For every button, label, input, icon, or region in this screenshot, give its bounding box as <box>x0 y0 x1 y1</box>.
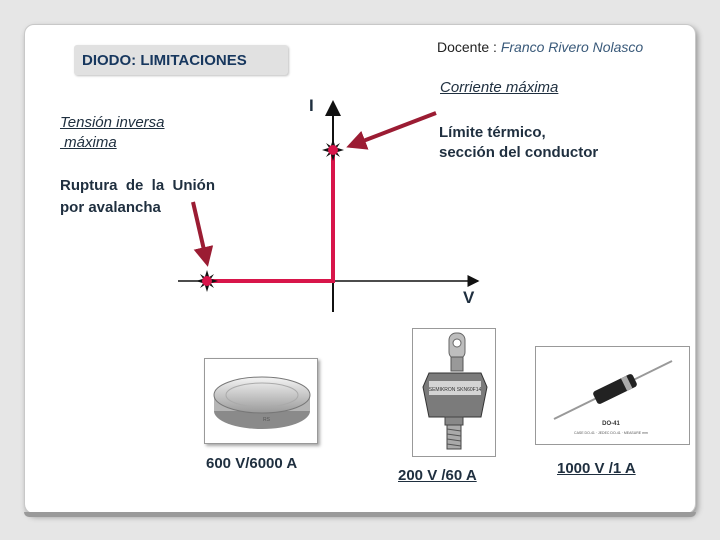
iv-curve <box>207 150 335 283</box>
reverse-voltage-line1: Tensión inversa <box>60 114 165 131</box>
axial-diode-photo: DO-41 CASE DO-41 · JEDEC DO-41 · MEASURE… <box>535 346 690 445</box>
docente-label: Docente : Franco Rivero Nolasco <box>437 39 643 55</box>
disc-stamp: RS <box>263 417 271 423</box>
thermal-limit-line1: Límite térmico, <box>439 124 546 141</box>
title-box <box>74 45 288 75</box>
device-2-caption: 200 V /60 A <box>398 467 477 484</box>
avalanche-line2: por avalancha <box>60 199 161 216</box>
thermal-limit-line2: sección del conductor <box>439 144 599 161</box>
docente-name: Franco Rivero Nolasco <box>500 39 644 55</box>
thermal-limit-star-icon <box>322 139 344 161</box>
axis-i-label: I <box>309 96 314 115</box>
slide-title: DIODO: LIMITACIONES <box>82 52 247 69</box>
avalanche-line1: Ruptura de la Unión <box>60 177 216 194</box>
avalanche-arrow <box>191 201 214 267</box>
disc-diode-photo: RS <box>204 358 318 444</box>
reverse-voltage-line2: máxima <box>60 134 117 151</box>
avalanche-star-icon <box>196 270 218 292</box>
device-1-caption: 600 V/6000 A <box>206 455 298 472</box>
do41-fineprint: CASE DO-41 · JEDEC DO-41 · MEASURE mm <box>574 431 648 435</box>
device-3-caption: 1000 V /1 A <box>557 460 636 477</box>
current-max-title: Corriente máxima <box>440 79 559 96</box>
do41-label: DO-41 <box>602 421 620 427</box>
thermal-limit-arrow <box>346 111 437 150</box>
axis-v-label: V <box>463 288 475 307</box>
stud-stamp: SEMIKRON SKN60F14 <box>429 387 482 393</box>
stud-diode-photo: SEMIKRON SKN60F14 <box>412 328 496 457</box>
slide-bottom-bar <box>24 512 696 517</box>
docente-prefix: Docente : <box>437 39 501 55</box>
